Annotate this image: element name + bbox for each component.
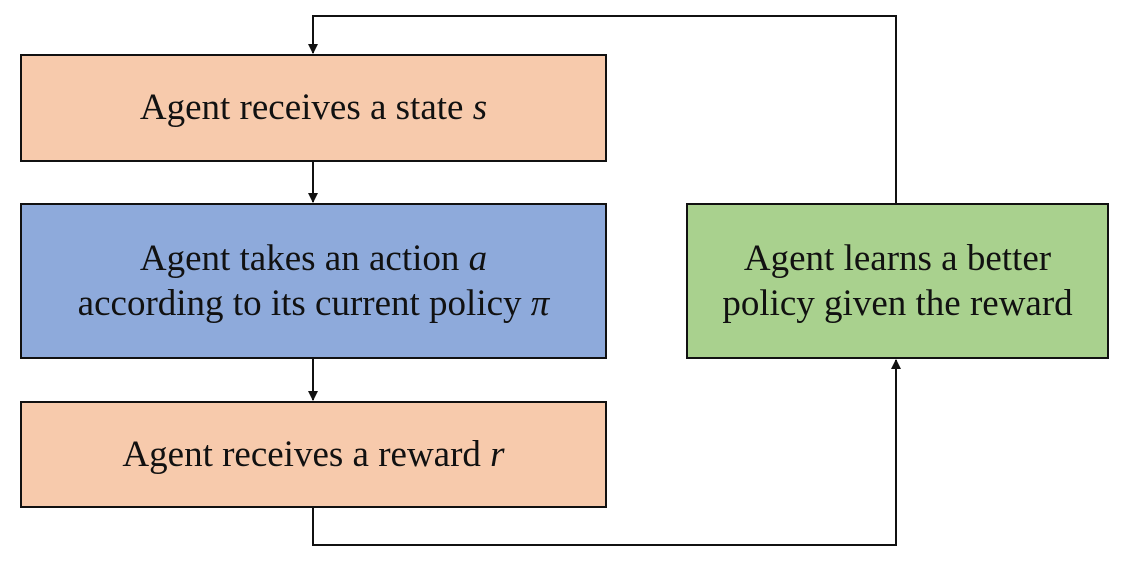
action-box-line-2-text: according to its current policy <box>77 283 531 324</box>
state-variable: s <box>472 87 488 129</box>
policy-variable: π <box>530 283 550 324</box>
reward-box-label: Agent receives a reward r <box>122 432 504 477</box>
state-box-text: Agent receives a state <box>139 87 473 129</box>
state-box-label: Agent receives a state s <box>140 85 487 130</box>
state-box: Agent receives a state s <box>20 54 607 162</box>
reward-box: Agent receives a reward r <box>20 401 607 508</box>
learn-box-line-1: Agent learns a better <box>743 237 1052 279</box>
learn-box-line-2: policy given the reward <box>722 283 1073 324</box>
action-variable: a <box>468 237 488 279</box>
reward-box-text: Agent receives a reward <box>122 433 491 475</box>
action-box-line-1-text: Agent takes an action <box>139 237 469 279</box>
action-box: Agent takes an action a according to its… <box>20 203 607 359</box>
reward-variable: r <box>490 433 505 475</box>
action-box-line-1: Agent takes an action a <box>140 236 487 281</box>
learn-box: Agent learns a better policy given the r… <box>686 203 1109 359</box>
action-box-line-2: according to its current policy π <box>78 281 550 326</box>
